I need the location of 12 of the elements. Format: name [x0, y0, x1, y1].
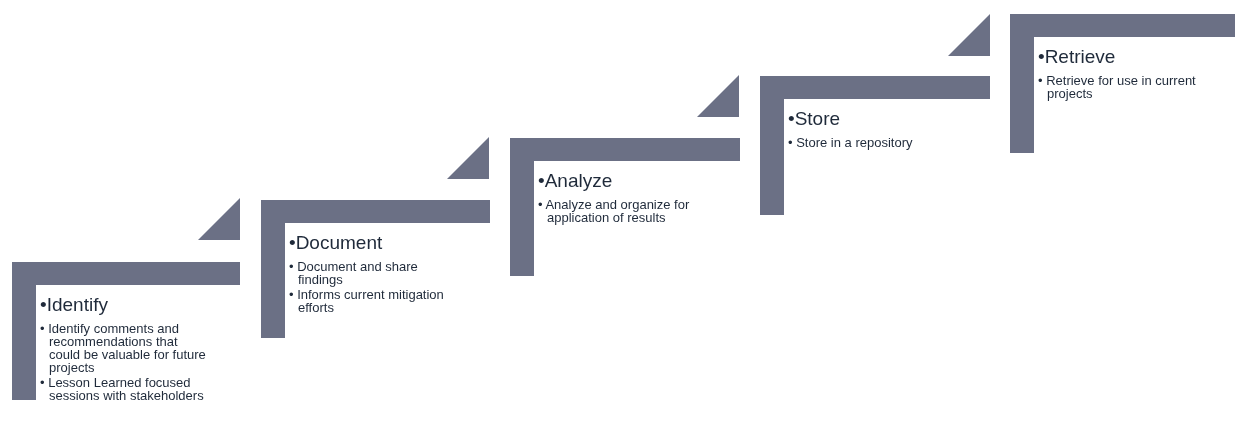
- bullet-text: • Informs current mitigation efforts: [289, 288, 445, 314]
- bullet-text: • Analyze and organize for application of results: [538, 198, 691, 224]
- step-heading: •Document: [289, 232, 384, 254]
- step-heading: •Retrieve: [1038, 46, 1117, 68]
- step-heading: •Identify: [40, 294, 109, 316]
- step-heading: •Store: [788, 108, 842, 130]
- bullet-text: • Lesson Learned focused sessions with stakeholders: [40, 376, 205, 402]
- bullet-text: • Document and share findings: [289, 260, 419, 286]
- bullet-text: • Store in a repository: [788, 136, 914, 149]
- step-heading: •Analyze: [538, 170, 614, 192]
- bullet-text: • Retrieve for use in current projects: [1038, 74, 1197, 100]
- bullet-text: • Identify comments and recommendations that could be valuable for future projects: [40, 322, 207, 374]
